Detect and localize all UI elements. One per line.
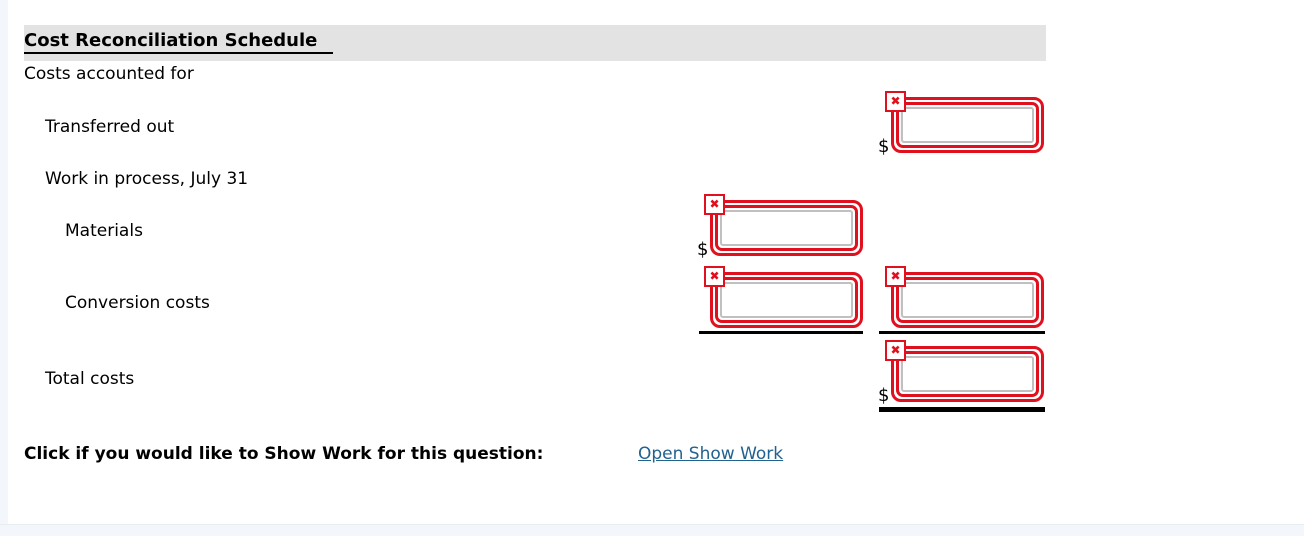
incorrect-x-icon: ✖ [704, 194, 725, 215]
error-outline [891, 97, 1044, 153]
incorrect-x-icon: ✖ [885, 340, 906, 361]
dollar-sign: $ [878, 136, 890, 157]
row-label-materials: Materials [65, 221, 143, 241]
error-outline [891, 272, 1044, 328]
incorrect-x-icon: ✖ [885, 266, 906, 287]
subtotal-rule-col2 [879, 331, 1045, 334]
row-label-conversion-costs: Conversion costs [65, 293, 210, 313]
error-outline [710, 272, 863, 328]
error-outline [710, 200, 863, 256]
conversion-costs-col2-input[interactable] [901, 282, 1034, 318]
total-rule [879, 407, 1045, 412]
dollar-sign: $ [697, 239, 709, 260]
dollar-sign: $ [878, 385, 890, 406]
row-label-total-costs: Total costs [45, 369, 135, 389]
incorrect-x-icon: ✖ [704, 266, 725, 287]
error-outline [891, 346, 1044, 402]
show-work-prompt: Click if you would like to Show Work for… [24, 444, 544, 464]
page-left-margin [0, 0, 8, 536]
section-title: Cost Reconciliation Schedule [24, 30, 334, 54]
answer-field-total-costs: ✖ $ [878, 340, 1044, 406]
answer-field-conversion-costs-col2: ✖ [885, 266, 1044, 328]
transferred-out-input[interactable] [901, 107, 1034, 143]
incorrect-x-icon: ✖ [885, 91, 906, 112]
error-outline-inner [896, 351, 1039, 397]
answer-field-conversion-costs-col1: ✖ [704, 266, 863, 328]
materials-input[interactable] [720, 210, 853, 246]
conversion-costs-col1-input[interactable] [720, 282, 853, 318]
open-show-work-link[interactable]: Open Show Work [638, 444, 784, 464]
row-label-costs-accounted-for: Costs accounted for [24, 64, 194, 84]
total-costs-input[interactable] [901, 356, 1034, 392]
error-outline-inner [896, 277, 1039, 323]
error-outline-inner [896, 102, 1039, 148]
row-label-work-in-process: Work in process, July 31 [45, 169, 249, 189]
error-outline-inner [715, 205, 858, 251]
answer-field-transferred-out: ✖ $ [878, 91, 1044, 157]
answer-field-materials: ✖ $ [697, 194, 863, 260]
page-bottom-margin [0, 524, 1304, 536]
row-label-transferred-out: Transferred out [45, 117, 175, 137]
error-outline-inner [715, 277, 858, 323]
section-header-band: Cost Reconciliation Schedule [24, 25, 1046, 61]
subtotal-rule-col1 [699, 331, 863, 334]
